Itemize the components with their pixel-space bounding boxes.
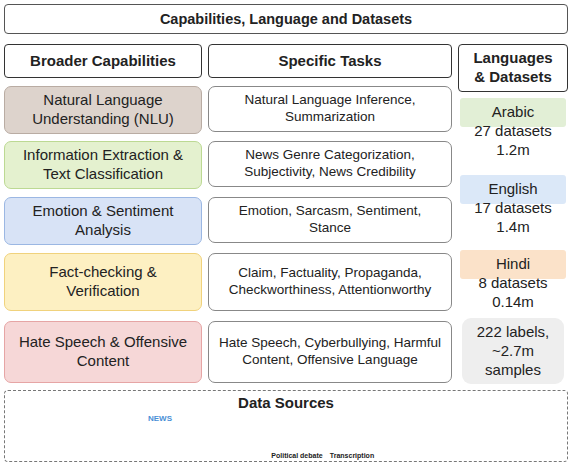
node-text: News Genre Categorization, Subjectivity,… [218, 147, 442, 181]
capability-box: Natural Language Understanding (NLU) [4, 86, 202, 134]
node-text: Hindi [496, 255, 530, 274]
task-box: Claim, Factuality, Propaganda, Checkwort… [208, 253, 452, 311]
node-text: Data Sources [238, 394, 334, 413]
node-text: Natural Language Inference, Summarizatio… [218, 92, 442, 126]
node-text: Specific Tasks [278, 52, 381, 71]
node-text: Hate Speech, Cyberbullying, Harmful Cont… [218, 335, 442, 369]
node-text: Hate Speech & Offensive Content [14, 333, 192, 371]
source-caption: Transcription [322, 452, 382, 460]
source-caption: Political debate [262, 452, 332, 460]
node-text: Emotion, Sarcasm, Sentiment, Stance [218, 203, 442, 237]
summary-box: 222 labels, ~2.7m samples [462, 318, 564, 384]
dataset-count: 27 datasets 1.2m [462, 122, 564, 160]
dataset-count: 17 datasets 1.4m [462, 199, 564, 237]
capability-box: Fact-checking & Verification [4, 253, 202, 311]
news-masthead: NEWS [143, 415, 177, 424]
column-header: Specific Tasks [208, 44, 452, 78]
node-text: 222 labels, ~2.7m samples [471, 323, 555, 379]
task-box: Hate Speech, Cyberbullying, Harmful Cont… [208, 321, 452, 383]
title-box: Capabilities, Language and Datasets [4, 4, 568, 34]
capability-box: Hate Speech & Offensive Content [4, 321, 202, 383]
node-text: Fact-checking & Verification [14, 263, 192, 301]
column-header: Languages & Datasets [458, 44, 568, 92]
dataset-count: 8 datasets 0.14m [462, 274, 564, 312]
data-sources-box: Data Sources [4, 390, 568, 462]
capability-box: Information Extraction & Text Classifica… [4, 141, 202, 189]
node-text: Capabilities, Language and Datasets [160, 10, 412, 28]
node-text: Arabic [492, 103, 535, 122]
node-text: Emotion & Sentiment Analysis [14, 202, 192, 240]
column-header: Broader Capabilities [4, 44, 202, 78]
capability-box: Emotion & Sentiment Analysis [4, 197, 202, 245]
node-text: Claim, Factuality, Propaganda, Checkwort… [218, 265, 442, 299]
task-box: Natural Language Inference, Summarizatio… [208, 86, 452, 132]
node-text: Languages & Datasets [468, 49, 558, 87]
task-box: News Genre Categorization, Subjectivity,… [208, 141, 452, 187]
node-text: Natural Language Understanding (NLU) [14, 91, 192, 129]
node-text: English [488, 180, 537, 199]
task-box: Emotion, Sarcasm, Sentiment, Stance [208, 197, 452, 243]
node-text: Information Extraction & Text Classifica… [14, 146, 192, 184]
node-text: Broader Capabilities [30, 52, 176, 71]
